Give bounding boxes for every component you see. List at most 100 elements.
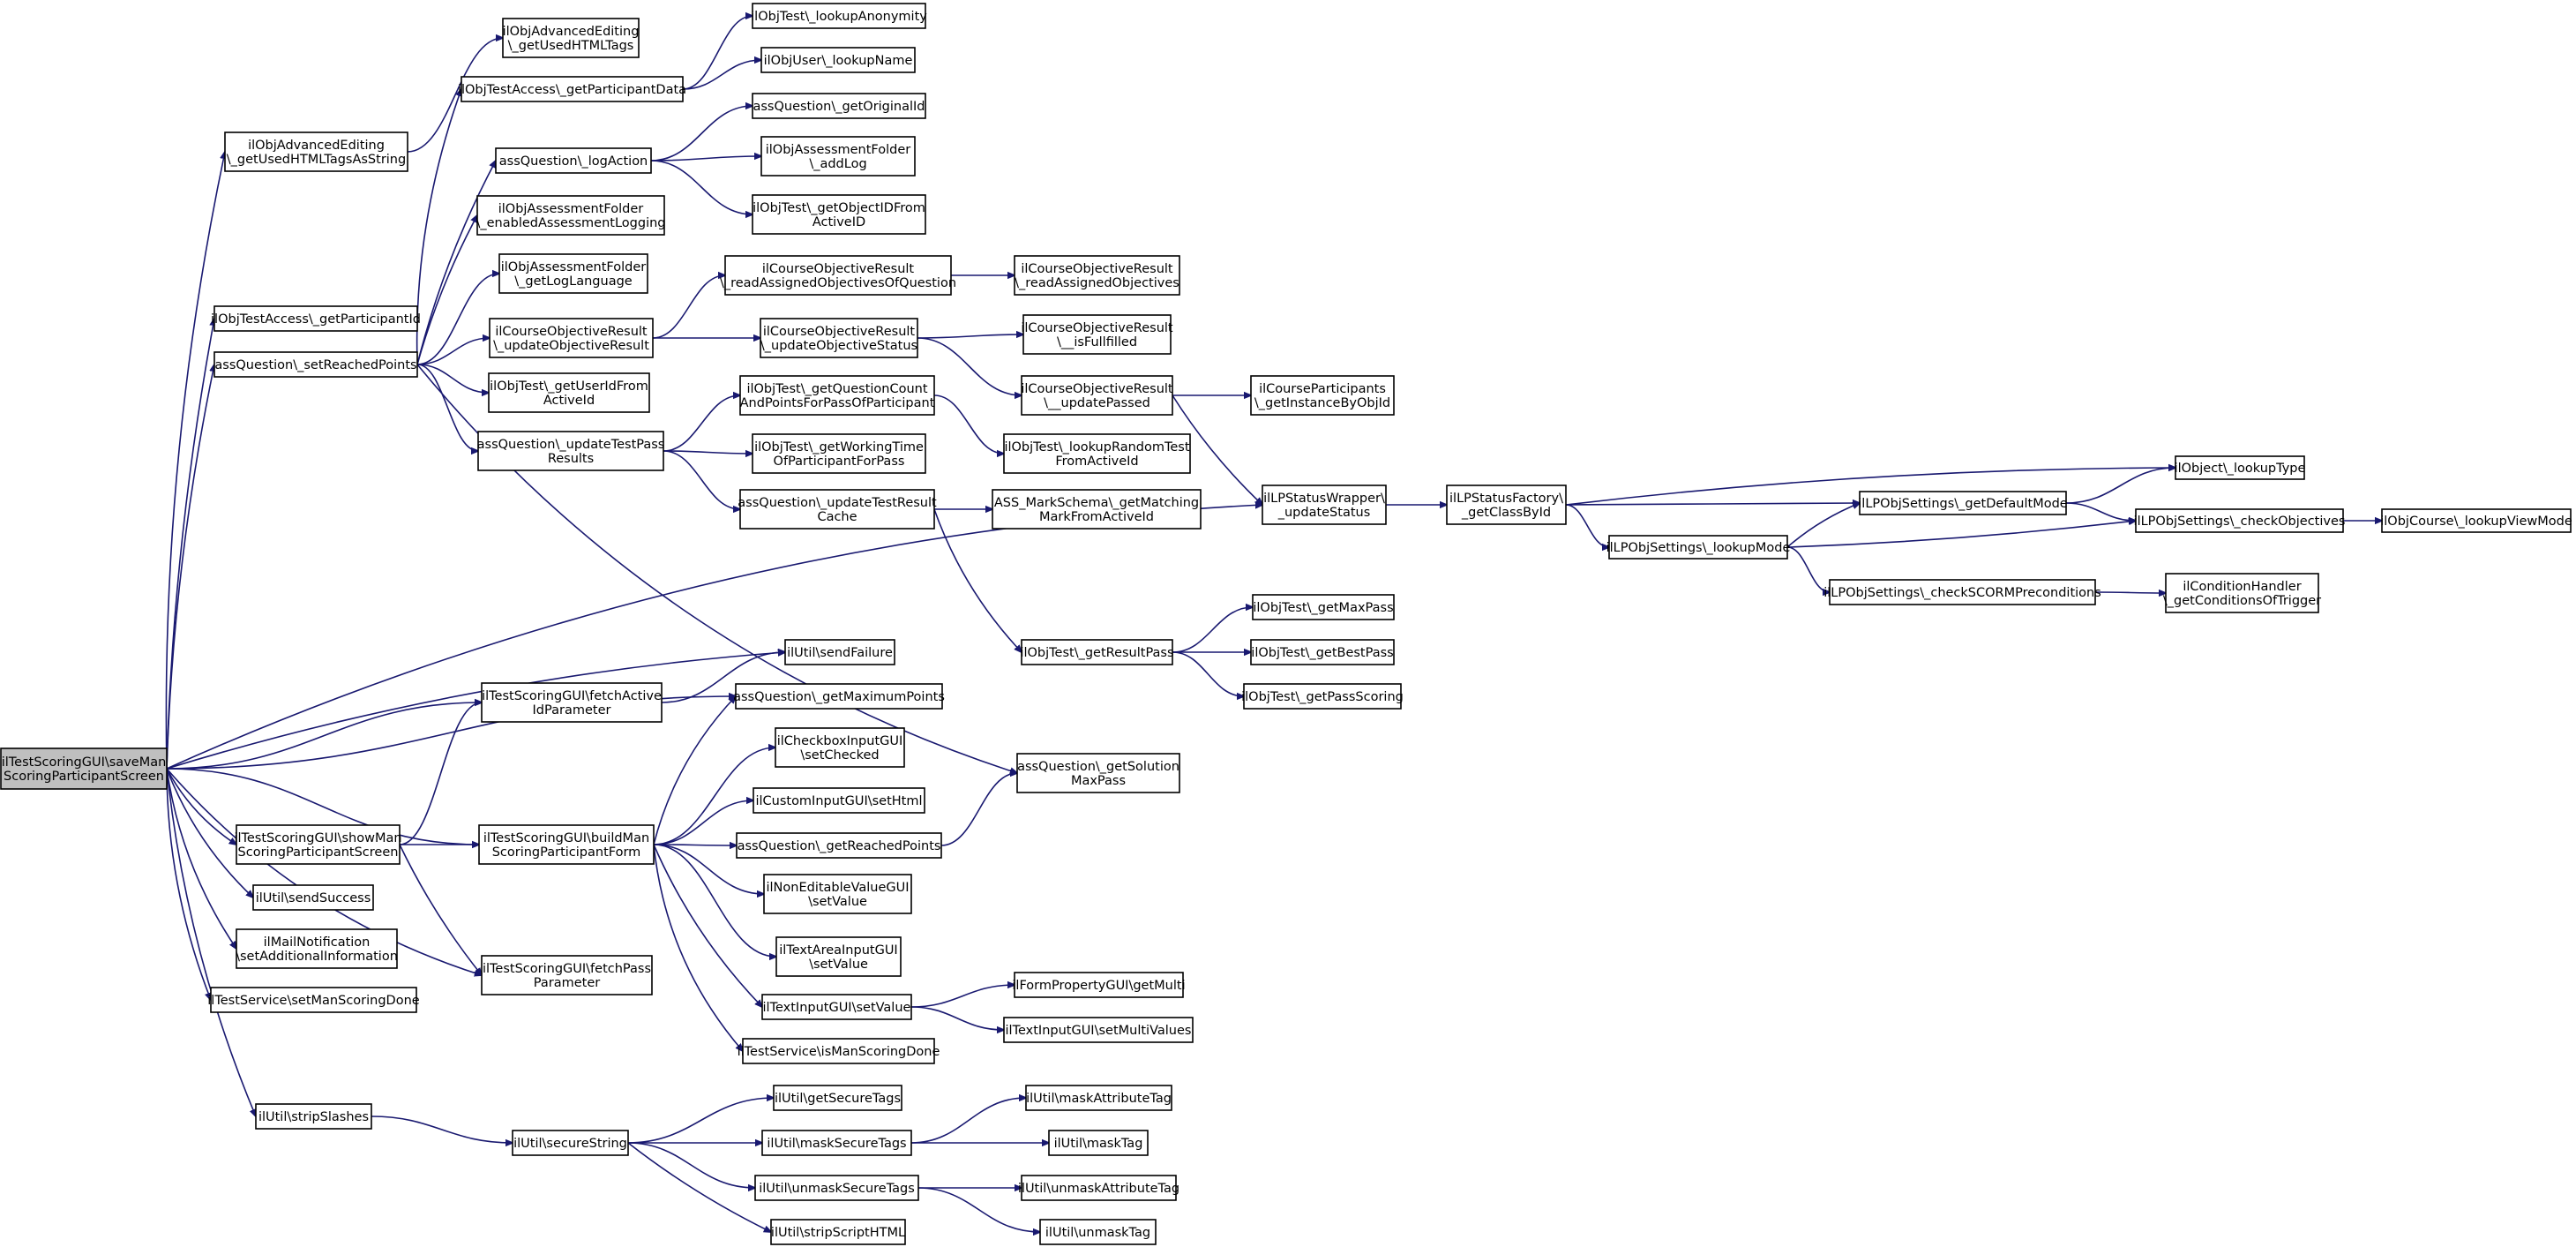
node-get-question-count[interactable]: ilObjTest\_getQuestionCountAndPointsForP… (739, 375, 935, 416)
node-get-reached-points[interactable]: assQuestion\_getReachedPoints (736, 832, 942, 859)
node-label: ilTextAreaInputGUI (779, 943, 897, 958)
node-get-instance-by-obj-id[interactable]: ilCourseParticipants\_getInstanceByObjId (1250, 375, 1395, 416)
node-box (760, 318, 918, 358)
node-get-multi[interactable]: ilFormPropertyGUI\getMulti (1012, 972, 1186, 998)
node-get-matching-mark[interactable]: ASS_MarkSchema\_getMatchingMarkFromActiv… (992, 489, 1202, 530)
node-unmask-secure-tags[interactable]: ilUtil\unmaskSecureTags (754, 1175, 919, 1201)
node-non-editable-set-value[interactable]: ilNonEditableValueGUI\setValue (763, 874, 912, 914)
node-get-best-pass[interactable]: ilObjTest\_getBestPass (1250, 639, 1395, 665)
node-custom-set-html[interactable]: ilCustomInputGUI\setHtml (753, 787, 925, 814)
node-unmask-tag[interactable]: ilUtil\unmaskTag (1039, 1219, 1157, 1245)
node-log-action[interactable]: assQuestion\_logAction (495, 147, 652, 174)
node-add-log[interactable]: ilObjAssessmentFolder\_addLog (760, 136, 916, 177)
node-send-success[interactable]: ilUtil\sendSuccess (252, 884, 374, 911)
node-label: _getClassById (1461, 506, 1551, 520)
edge-getParticipantData-to-lookupAnonymity (682, 16, 753, 90)
node-mask-secure-tags[interactable]: ilUtil\maskSecureTags (761, 1130, 912, 1156)
node-box (2381, 508, 2572, 533)
node-update-objective-status[interactable]: ilCourseObjectiveResult\_updateObjective… (760, 318, 918, 358)
node-get-default-mode[interactable]: ilLPObjSettings\_getDefaultMode (1858, 491, 2068, 515)
node-check-objectives[interactable]: ilLPObjSettings\_checkObjectives (2134, 508, 2346, 533)
node-read-assigned-objectives-of-question[interactable]: ilCourseObjectiveResult\_readAssignedObj… (720, 255, 956, 296)
node-box (1003, 433, 1191, 474)
node-get-class-by-id[interactable]: ilLPStatusFactory\_getClassById (1446, 485, 1567, 525)
node-lookup-view-mode[interactable]: ilObjCourse\_lookupViewMode (2380, 508, 2572, 533)
node-lookup-name[interactable]: ilObjUser\_lookupName (760, 47, 916, 73)
node-send-failure[interactable]: ilUtil\sendFailure (784, 639, 895, 665)
node-mask-tag[interactable]: ilUtil\maskTag (1048, 1130, 1149, 1156)
node-label: ilCourseObjectiveResult (763, 325, 916, 339)
node-lookup-type[interactable]: ilObject\_lookupType (2175, 455, 2306, 480)
node-text-area-set-value[interactable]: ilTextAreaInputGUI\setValue (775, 936, 902, 977)
node-root[interactable]: ilTestScoringGUI\saveManScoringParticipa… (0, 747, 168, 790)
node-get-secure-tags[interactable]: ilUtil\getSecureTags (773, 1085, 902, 1111)
node-get-participant-id[interactable]: ilObjTestAccess\_getParticipantId (211, 305, 421, 332)
node-lookup-mode[interactable]: ilLPObjSettings\_lookupMode (1606, 535, 1791, 560)
node-get-maximum-points[interactable]: assQuestion\_getMaximumPoints (733, 683, 945, 710)
node-mail-set-additional[interactable]: ilMailNotification\setAdditionalInformat… (236, 928, 398, 969)
node-label: ilObject\_lookupType (2175, 462, 2306, 476)
node-get-original-id[interactable]: assQuestion\_getOriginalId (752, 93, 926, 119)
node-update-objective-result[interactable]: ilCourseObjectiveResult\_updateObjective… (489, 318, 654, 358)
node-label: ilCheckboxInputGUI (777, 734, 903, 748)
node-is-man-scoring-done[interactable]: ilTestService\isManScoringDone (738, 1038, 940, 1064)
node-get-result-pass[interactable]: ilObjTest\_getResultPass (1020, 639, 1174, 665)
node-get-max-pass[interactable]: ilObjTest\_getMaxPass (1252, 594, 1395, 620)
node-strip-script-html[interactable]: ilUtil\stripScriptHTML (770, 1219, 906, 1245)
node-label: ilUtil\maskSecureTags (767, 1137, 906, 1151)
node-box (0, 747, 168, 790)
edge-updateObjectiveResult-to-readAssignedObjectivesOfQuestion (652, 275, 725, 339)
node-unmask-attribute-tag[interactable]: ilUtil\unmaskAttributeTag (1018, 1175, 1179, 1201)
node-update-passed[interactable]: ilCourseObjectiveResult\__updatePassed (1021, 375, 1173, 416)
node-label: \__updatePassed (1044, 396, 1150, 410)
node-is-fullfilled[interactable]: ilCourseObjectiveResult\__isFullfilled (1021, 314, 1173, 355)
node-enabled-assessment-logging[interactable]: ilObjAssessmentFolder\_enabledAssessment… (476, 195, 666, 236)
node-set-reached-points[interactable]: assQuestion\_setReachedPoints (213, 351, 418, 378)
node-read-assigned-objectives[interactable]: ilCourseObjectiveResult\_readAssignedObj… (1014, 255, 1180, 296)
node-get-participant-data[interactable]: ilObjTestAccess\_getParticipantData (458, 76, 686, 102)
node-checkbox-set-checked[interactable]: ilCheckboxInputGUI\setChecked (775, 727, 905, 768)
node-adv-get-used-htmltags[interactable]: ilObjAdvancedEditing\_getUsedHTMLTags (502, 18, 640, 58)
node-mask-attribute-tag[interactable]: ilUtil\maskAttributeTag (1025, 1085, 1172, 1111)
nodes-layer: ilTestScoringGUI\saveManScoringParticipa… (0, 3, 2572, 1245)
node-box (1025, 1085, 1172, 1111)
edge-logAction-to-getOriginalId (650, 106, 753, 162)
node-update-status[interactable]: ilLPStatusWrapper\_updateStatus (1262, 485, 1387, 525)
node-get-pass-scoring[interactable]: ilObjTest\_getPassScoring (1241, 683, 1404, 710)
edge-root-to-showManScoring (166, 768, 236, 845)
node-secure-string[interactable]: ilUtil\secureString (512, 1130, 629, 1156)
node-label: ilMailNotification (264, 935, 371, 950)
node-text-input-set-value[interactable]: ilTextInputGUI\setValue (761, 994, 912, 1020)
node-set-man-scoring-done[interactable]: ilTestService\setManScoringDone (207, 987, 420, 1013)
node-build-man-scoring[interactable]: ilTestScoringGUI\buildManScoringParticip… (478, 824, 655, 865)
node-label: ActiveId (543, 394, 595, 408)
node-check-scormpreconditions[interactable]: ilLPObjSettings\_checkSCORMPreconditions (1823, 579, 2101, 605)
node-get-log-language[interactable]: ilObjAssessmentFolder\_getLogLanguage (498, 253, 648, 294)
node-label: ilObjTest\_getQuestionCount (746, 382, 927, 396)
edge-root-to-getParticipantId (166, 319, 214, 770)
node-box (213, 305, 418, 332)
node-show-man-scoring[interactable]: ilTestScoringGUI\showManScoringParticipa… (234, 824, 402, 865)
edge-unmaskSecureTags-to-unmaskTag (917, 1187, 1040, 1232)
edge-getQuestionCount-to-lookupRandomTest (933, 394, 1004, 454)
node-box (724, 255, 952, 296)
node-label: ilTestScoringGUI\saveMan (2, 755, 167, 770)
node-strip-slashes[interactable]: ilUtil\stripSlashes (255, 1103, 372, 1130)
node-label: ilUtil\secureString (513, 1137, 627, 1151)
node-get-conditions-of-trigger[interactable]: ilConditionHandler\_getConditionsOfTrigg… (2163, 573, 2321, 613)
node-adv-get-used-htmltags-as-string[interactable]: ilObjAdvancedEditing\_getUsedHTMLTagsAsS… (224, 131, 408, 172)
edge-lookupMode-to-checkObjectives (1786, 521, 2136, 548)
node-label: ilCourseParticipants (1259, 382, 1386, 396)
node-lookup-anonymity[interactable]: ilObjTest\_lookupAnonymity (751, 3, 927, 29)
node-set-multi-values[interactable]: ilTextInputGUI\setMultiValues (1003, 1017, 1194, 1043)
edge-setReachedPoints-to-updateObjectiveResult (416, 338, 490, 365)
node-get-working-time[interactable]: ilObjTest\_getWorkingTimeOfParticipantFo… (752, 433, 926, 474)
